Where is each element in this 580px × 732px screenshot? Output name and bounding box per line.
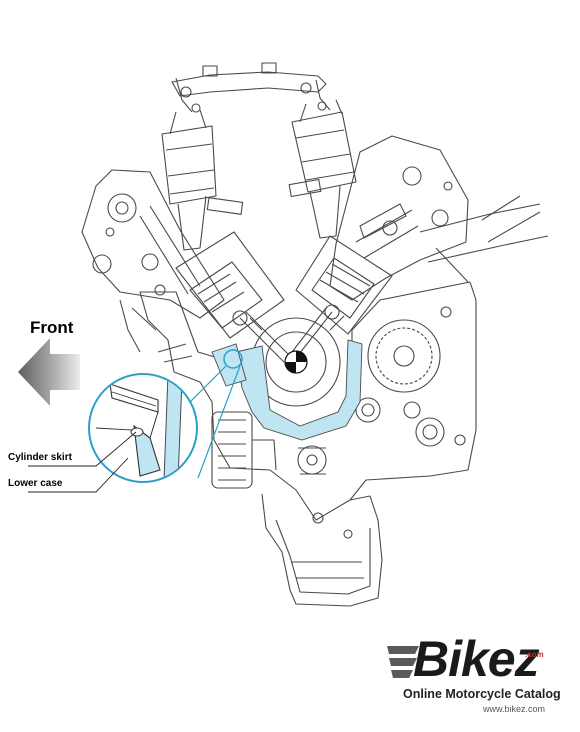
- cylinder-skirt-label: Cylinder skirt: [8, 452, 72, 463]
- bikez-logo-text: Bikez: [413, 631, 540, 687]
- bikez-emblem-icon: [387, 646, 419, 678]
- cylinder-skirt-highlight: [211, 339, 363, 441]
- front-arrow-icon: [18, 338, 80, 406]
- engine-outline: [81, 62, 549, 607]
- bikez-watermark: Bikez .com Online Motorcycle Catalog www…: [385, 631, 575, 724]
- front-label: Front: [30, 318, 74, 337]
- label-leaders: [28, 431, 137, 493]
- bikez-logo-dotcom: .com: [525, 650, 544, 659]
- detail-callout: [88, 349, 243, 483]
- bikez-tagline: Online Motorcycle Catalog: [403, 687, 561, 701]
- bikez-url: www.bikez.com: [483, 704, 546, 714]
- crank-center-icon: [284, 350, 308, 374]
- lower-case-label: Lower case: [8, 478, 63, 489]
